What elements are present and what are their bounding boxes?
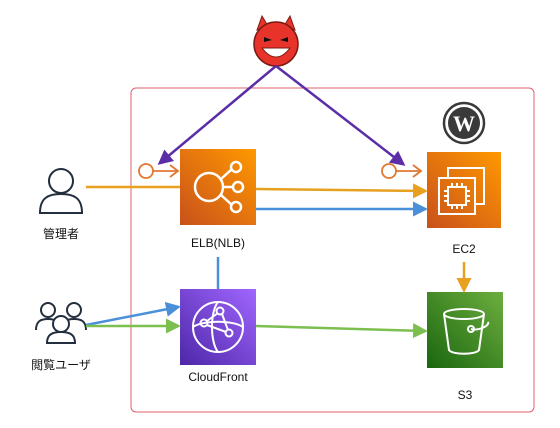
viewers-to-cloudfront-blue-edge bbox=[85, 301, 181, 327]
elb-node bbox=[180, 149, 256, 225]
restriction-symbol-elb bbox=[138, 163, 180, 179]
elastic-load-balancing-icon bbox=[193, 160, 245, 214]
devil-icon bbox=[253, 14, 299, 67]
s3-label: S3 bbox=[457, 388, 473, 402]
ec2-node bbox=[427, 152, 501, 228]
cloudfront-node bbox=[180, 289, 256, 365]
ec2-instance-icon bbox=[438, 167, 485, 215]
admin-label: 管理者 bbox=[42, 227, 79, 241]
cloudfront-label: CloudFront bbox=[188, 370, 248, 384]
svg-text:W: W bbox=[453, 111, 475, 136]
attacker-to-ec2-edge bbox=[275, 65, 406, 166]
users-icon bbox=[35, 302, 87, 344]
restriction-symbol-ec2 bbox=[381, 163, 423, 179]
boundary-box bbox=[130, 87, 535, 413]
elb-to-ec2-admin-edge bbox=[255, 183, 428, 199]
cloudfront-to-s3-edge bbox=[255, 323, 428, 339]
cloudfront-icon bbox=[192, 301, 244, 353]
attacker-to-elb-edge bbox=[157, 65, 277, 165]
elb-label: ELB(NLB) bbox=[190, 236, 246, 250]
ec2-label: EC2 bbox=[452, 242, 476, 256]
user-icon bbox=[38, 168, 84, 214]
s3-node bbox=[427, 292, 503, 368]
wordpress-logo-icon: W bbox=[442, 101, 486, 145]
viewers-label: 閲覧ユーザ bbox=[31, 358, 91, 372]
s3-bucket-icon bbox=[443, 308, 490, 355]
